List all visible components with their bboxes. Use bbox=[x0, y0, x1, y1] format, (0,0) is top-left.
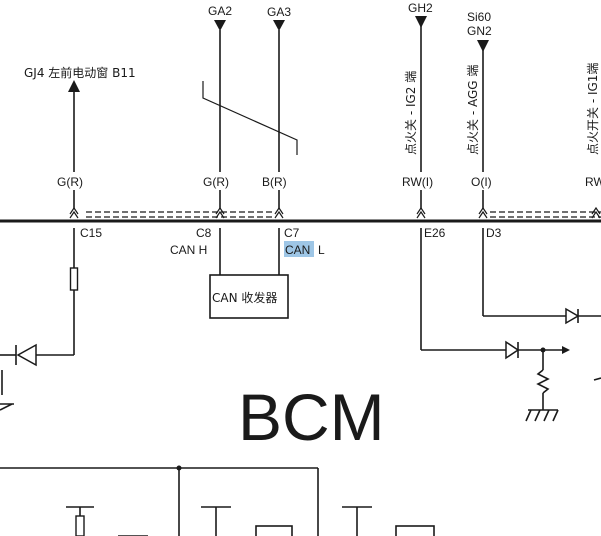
label-agg-vertical: 点火关 - AGG 端 bbox=[466, 65, 480, 155]
arrow-down-icon bbox=[477, 40, 489, 52]
label-gj4: GJ4 左前电动窗 B11 bbox=[24, 65, 136, 80]
label-gh2: GH2 bbox=[408, 1, 433, 15]
can-transceiver-label: CAN 收发器 bbox=[212, 290, 277, 305]
fuse-icon bbox=[69, 267, 79, 291]
wire-c8 bbox=[214, 20, 226, 275]
connector-pin-c7-icon bbox=[274, 206, 284, 219]
wire-color-c15: G(R) bbox=[57, 175, 83, 189]
wire-color-e26: RW(I) bbox=[402, 175, 433, 189]
connector-pin-e26-icon bbox=[416, 206, 426, 219]
diode-icon bbox=[565, 307, 580, 325]
arrow-up-icon bbox=[68, 80, 80, 92]
edge-fragment-icon bbox=[593, 377, 601, 381]
diode-icon bbox=[505, 340, 520, 360]
text-selection-highlight bbox=[284, 241, 314, 257]
wire-color-edge: RW bbox=[585, 175, 601, 189]
label-ga2: GA2 bbox=[208, 4, 232, 18]
bcm-internal-circuit bbox=[0, 465, 435, 536]
label-si60: Si60 bbox=[467, 10, 491, 24]
connector-pin-c15-icon bbox=[69, 206, 79, 219]
resistor-icon bbox=[536, 369, 550, 394]
diode-icon bbox=[16, 343, 37, 367]
left-ground-icon bbox=[0, 370, 14, 411]
can-l-prefix[interactable]: CAN bbox=[285, 243, 310, 257]
connector-pin-d3-icon bbox=[478, 206, 488, 219]
connector-pin-c8-icon bbox=[215, 206, 225, 219]
wire-color-c8: G(R) bbox=[203, 175, 229, 189]
wire-color-c7: B(R) bbox=[262, 175, 287, 189]
connector-pin-edge-icon bbox=[591, 206, 601, 219]
twisted-pair-icon bbox=[202, 81, 298, 155]
wire-e26 bbox=[415, 16, 570, 422]
wire-d3 bbox=[477, 40, 601, 325]
label-ig1-vertical: 点火开关 - IG1端 bbox=[586, 63, 600, 155]
wire-c15 bbox=[0, 80, 80, 411]
label-ga3: GA3 bbox=[267, 5, 291, 19]
label-ig2-vertical: 点火关 - IG2 端 bbox=[404, 71, 418, 155]
ground-icon bbox=[525, 409, 559, 422]
arrow-right-icon bbox=[562, 346, 570, 354]
can-h-label: CAN H bbox=[170, 243, 207, 257]
arrow-down-icon bbox=[214, 20, 226, 31]
bcm-module-label: BCM bbox=[238, 380, 385, 454]
can-l-suffix: L bbox=[318, 243, 325, 257]
connector-e26: E26 bbox=[424, 226, 446, 240]
wire-c7 bbox=[273, 20, 285, 275]
connector-c15: C15 bbox=[80, 226, 102, 240]
connector-c7: C7 bbox=[284, 226, 300, 240]
label-gn2: GN2 bbox=[467, 24, 492, 38]
arrow-down-icon bbox=[273, 20, 285, 31]
wire-color-d3: O(I) bbox=[471, 175, 492, 189]
connector-c8: C8 bbox=[196, 226, 212, 240]
can-transceiver-box bbox=[209, 274, 289, 319]
arrow-down-icon bbox=[415, 16, 427, 28]
connector-d3: D3 bbox=[486, 226, 502, 240]
